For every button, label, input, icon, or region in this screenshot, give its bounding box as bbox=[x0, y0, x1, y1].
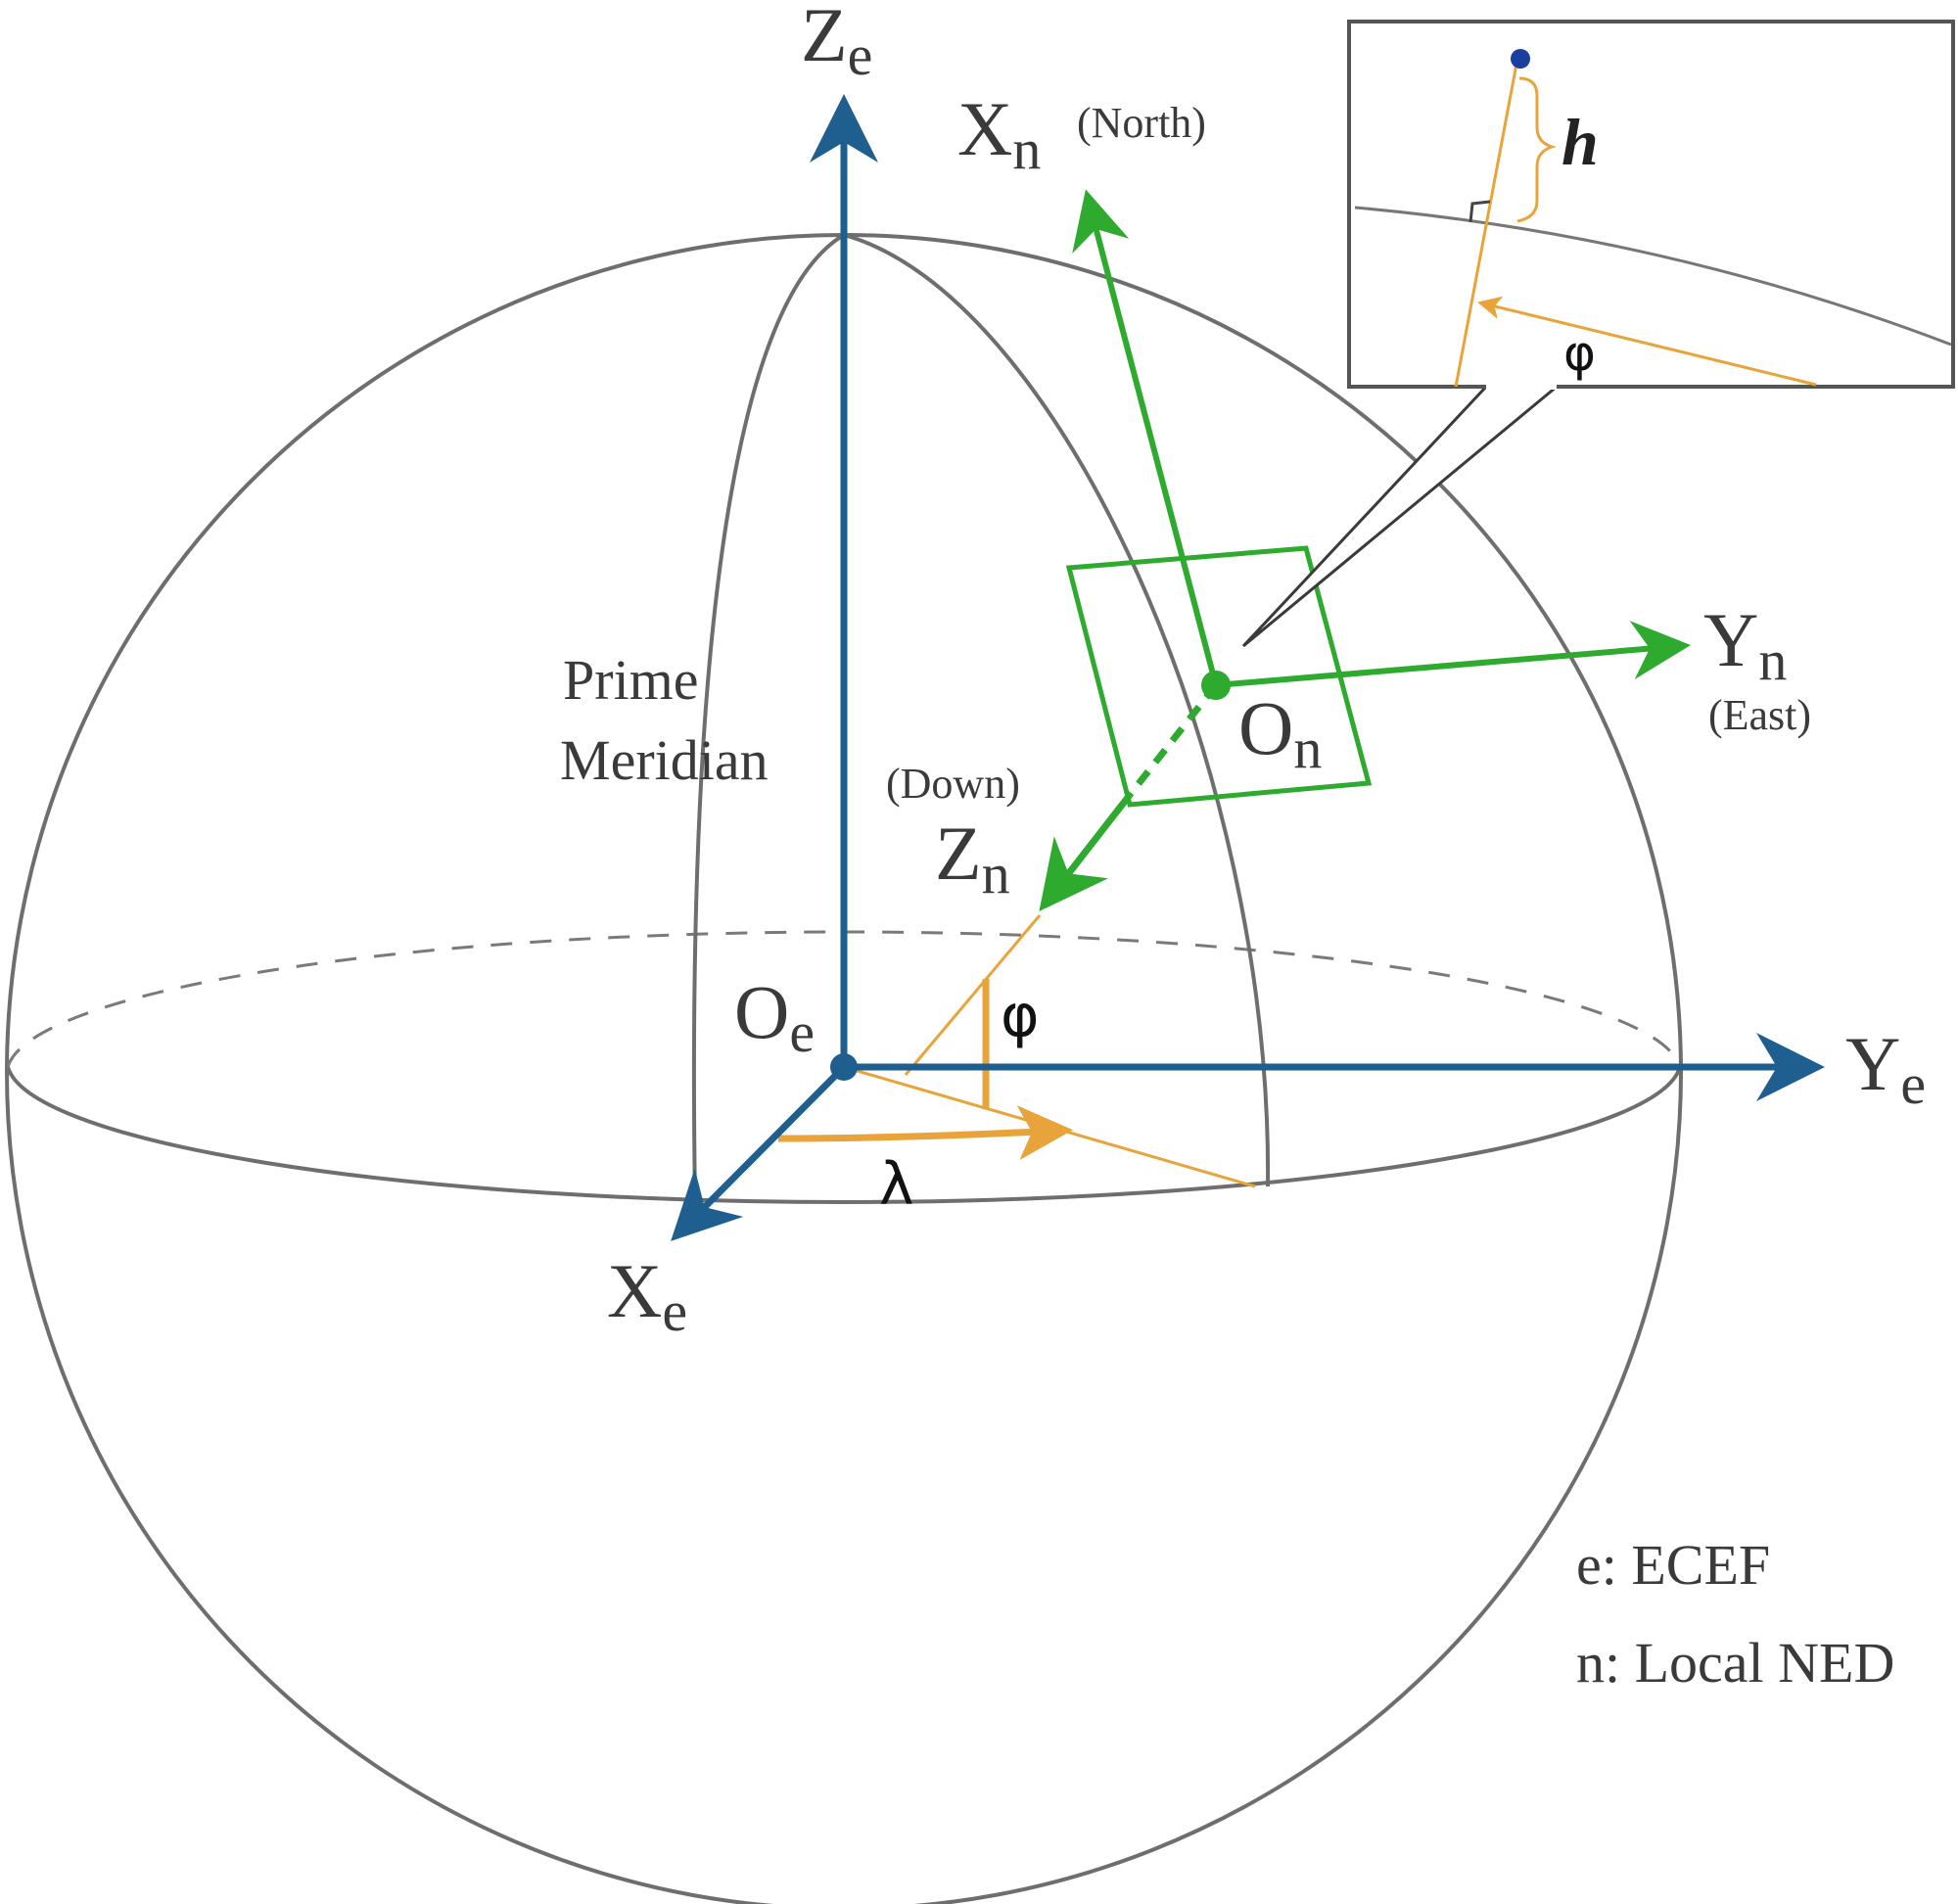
inset-normal-line bbox=[1454, 58, 1519, 388]
prime-meridian-label-line1: Prime bbox=[563, 648, 699, 712]
ned-z-axis bbox=[1039, 792, 1133, 912]
local-meridian-line bbox=[843, 233, 1271, 1187]
ned-y-note: (East) bbox=[1708, 691, 1811, 739]
ecef-z-label: Ze bbox=[801, 0, 872, 87]
ecef-origin-dot bbox=[830, 1053, 858, 1081]
prime-meridian-line bbox=[691, 233, 846, 1203]
ned-origin-label: On bbox=[1238, 685, 1322, 780]
ned-x-axis bbox=[1072, 189, 1219, 686]
equator-front bbox=[6, 1066, 1682, 1204]
ecef-origin-label: Oe bbox=[734, 969, 815, 1064]
ned-z-axis-hidden bbox=[1127, 682, 1219, 798]
ned-y-axis bbox=[1215, 621, 1691, 688]
inset-latitude-label: φ bbox=[1563, 325, 1596, 382]
ecef-y-label: Ye bbox=[1845, 1021, 1926, 1116]
ned-origin-dot bbox=[1201, 671, 1231, 700]
legend-ned: n: Local NED bbox=[1576, 1631, 1894, 1695]
ecef-x-axis bbox=[671, 1064, 847, 1241]
ned-x-note: (North) bbox=[1077, 99, 1206, 147]
inset-height-brace bbox=[1516, 76, 1557, 223]
longitude-angle-label: λ bbox=[879, 1150, 914, 1219]
inset-callout-pointer bbox=[1241, 385, 1562, 648]
inset-position-dot bbox=[1511, 49, 1530, 69]
inset-latitude-ray bbox=[1477, 296, 1817, 387]
inset-surface-curve bbox=[1354, 206, 1952, 347]
latitude-angle-label: φ bbox=[1001, 982, 1040, 1050]
inset-panel: h φ bbox=[1347, 20, 1955, 390]
legend-ecef: e: ECEF bbox=[1576, 1533, 1770, 1597]
inset-frame bbox=[1347, 20, 1955, 389]
inset-right-angle bbox=[1468, 200, 1491, 223]
radial-line bbox=[904, 914, 1042, 1076]
ned-tangent-plane bbox=[1065, 545, 1373, 808]
ned-z-note: (Down) bbox=[886, 760, 1020, 808]
longitude-arc bbox=[777, 1105, 1073, 1161]
ned-y-label: Yn bbox=[1703, 597, 1787, 692]
ecef-x-label: Xe bbox=[607, 1248, 687, 1343]
ned-x-label: Xn bbox=[957, 86, 1041, 181]
prime-meridian-label-line2: Meridian bbox=[560, 728, 769, 792]
ned-z-label: Zn bbox=[935, 811, 1010, 906]
inset-height-label: h bbox=[1562, 105, 1599, 179]
